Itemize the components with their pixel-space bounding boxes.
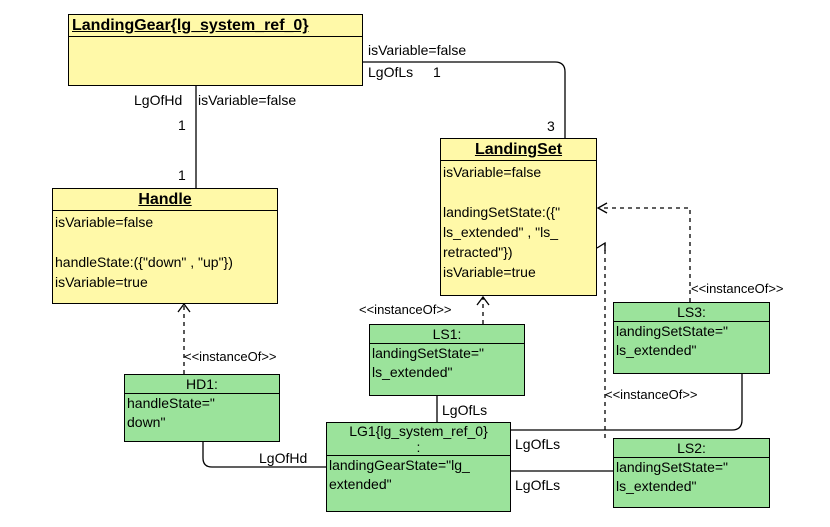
- label-instanceof-ls1: <<instanceOf>>: [359, 302, 452, 317]
- instance-ls1[interactable]: LS1: landingSetState=" ls_extended": [369, 324, 525, 396]
- class-landing-set-attrs: isVariable=false landingSetState:({" ls_…: [443, 164, 561, 280]
- label-lgofhd-prop: isVariable=false: [198, 92, 297, 108]
- instance-ls1-title: LS1:: [370, 325, 524, 344]
- instance-lg1-title: LG1{lg_system_ref_0} :: [327, 423, 510, 456]
- instanceof-hd1-arrow: [177, 302, 191, 313]
- label-link-hd1-lg1: LgOfHd: [259, 450, 308, 466]
- link-ls3-lg1: [511, 374, 743, 431]
- instanceof-ls3-arrow: [596, 202, 608, 214]
- label-lgofhd-mult-lg: 1: [178, 117, 186, 133]
- label-link-ls3-lg1: LgOfLs: [515, 436, 561, 452]
- instance-ls3-attrs: landingSetState=" ls_extended": [616, 323, 728, 358]
- instanceof-ls3-line: [600, 207, 691, 302]
- label-lgofls-top-prop: isVariable=false: [368, 42, 467, 58]
- label-link-ls2-lg1: LgOfLs: [515, 477, 561, 493]
- class-landing-set[interactable]: LandingSet isVariable=false landingSetSt…: [440, 138, 597, 296]
- label-lgofls-top-role: LgOfLs: [368, 64, 414, 80]
- label-lgofls-top-mult-lg: 1: [433, 64, 441, 80]
- assoc-lgofls-line: [362, 61, 566, 138]
- label-instanceof-ls3: <<instanceOf>>: [691, 281, 784, 296]
- instance-lg1-attrs: landingGearState="lg_ extended": [329, 457, 470, 492]
- instance-ls2-title: LS2:: [614, 439, 769, 458]
- instance-ls3-title: LS3:: [614, 303, 769, 322]
- instance-ls2-attrs: landingSetState=" ls_extended": [616, 459, 728, 494]
- instanceof-ls2-arrow: [596, 241, 606, 251]
- instance-hd1-title: HD1:: [125, 375, 279, 394]
- label-lgofhd-role: LgOfHd: [134, 92, 183, 108]
- instance-ls2[interactable]: LS2: landingSetState=" ls_extended": [613, 438, 770, 508]
- class-landing-gear-title: LandingGear{lg_system_ref_0}: [69, 15, 362, 37]
- label-link-ls1-lg1: LgOfLs: [442, 402, 488, 418]
- instance-hd1-attrs: handleState=" down": [127, 395, 215, 430]
- label-lgofhd-mult-hd: 1: [178, 167, 186, 183]
- link-hd1-lg1: [202, 442, 326, 468]
- class-handle[interactable]: Handle isVariable=false handleState:({"d…: [52, 188, 278, 304]
- instance-ls3[interactable]: LS3: landingSetState=" ls_extended": [613, 302, 770, 374]
- instanceof-ls1-arrow: [476, 295, 490, 306]
- instance-lg1[interactable]: LG1{lg_system_ref_0} : landingGearState=…: [326, 422, 511, 512]
- class-landing-gear[interactable]: LandingGear{lg_system_ref_0}: [68, 14, 363, 86]
- label-instanceof-ls2: <<instanceOf>>: [605, 387, 698, 402]
- label-lgofls-top-mult-ls: 3: [547, 118, 555, 134]
- instance-ls1-attrs: landingSetState=" ls_extended": [372, 345, 484, 380]
- class-handle-attrs: isVariable=false handleState:({"down" , …: [55, 214, 233, 290]
- instance-hd1[interactable]: HD1: handleState=" down": [124, 374, 280, 442]
- class-handle-title: Handle: [53, 189, 277, 211]
- label-instanceof-hd1: <<instanceOf>>: [184, 349, 277, 364]
- class-landing-set-title: LandingSet: [441, 139, 596, 161]
